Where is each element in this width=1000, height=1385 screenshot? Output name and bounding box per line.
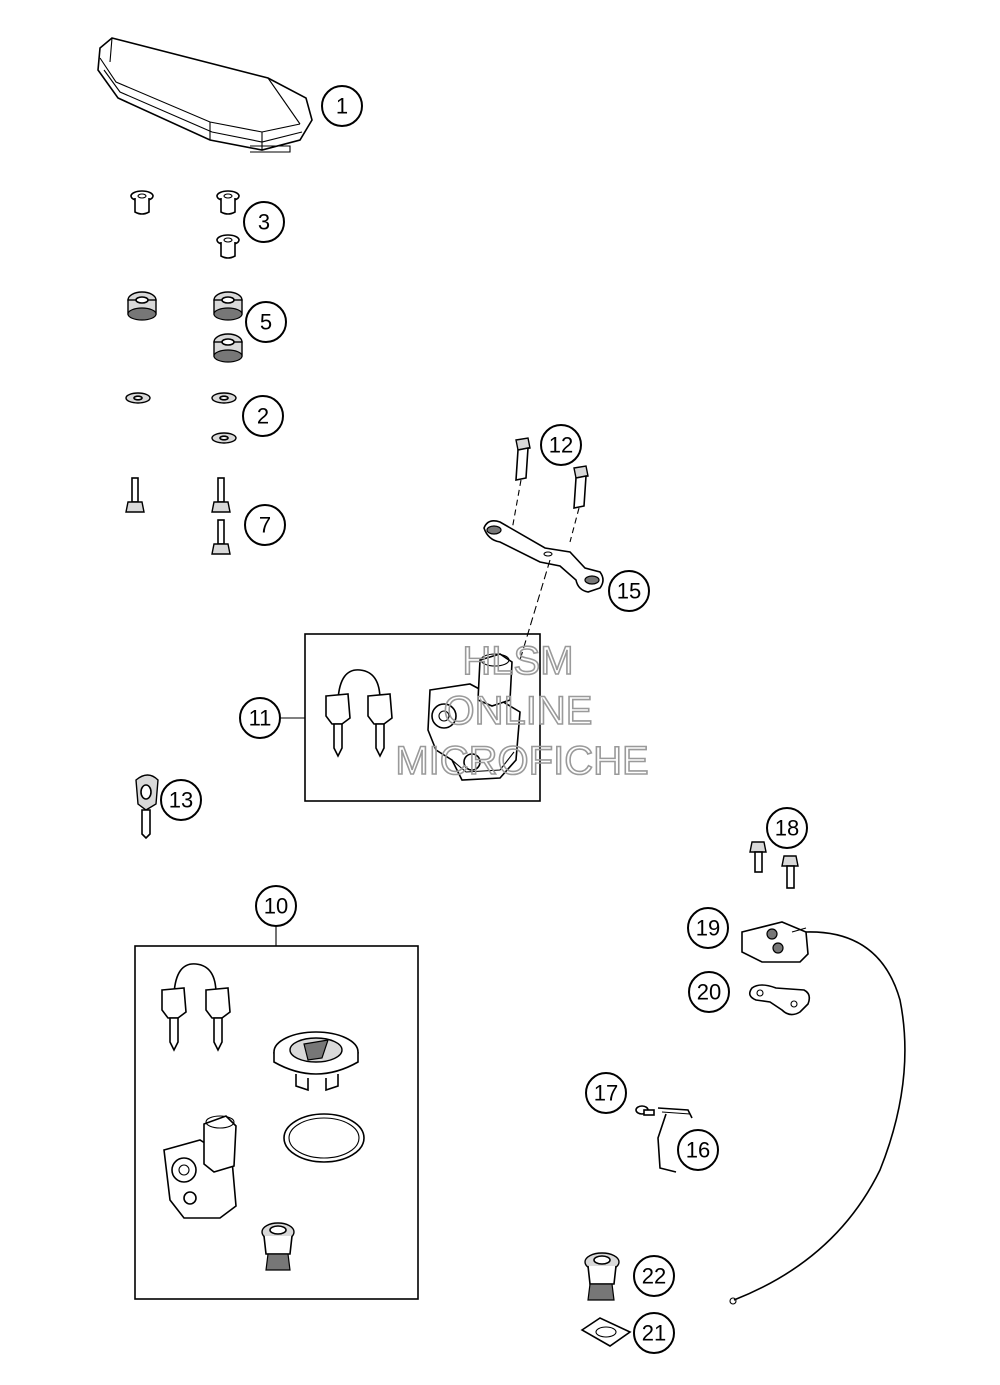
part-2-washers	[125, 392, 237, 444]
part-11-ignition-lock-set	[240, 633, 541, 802]
callout-21-label: 21	[642, 1321, 666, 1346]
callout-7: 7	[244, 504, 286, 546]
callout-17-label: 17	[594, 1081, 618, 1106]
callout-22-label: 22	[642, 1264, 666, 1289]
callout-13: 13	[160, 779, 202, 821]
part-15-bracket	[483, 520, 604, 661]
watermark: HLSM ONLINE MICROFICHE	[395, 638, 650, 784]
callout-20: 20	[688, 971, 730, 1013]
callout-1-label: 1	[336, 94, 348, 119]
callout-12-label: 12	[549, 433, 573, 458]
callout-20-label: 20	[697, 980, 721, 1005]
part-3-grommets	[130, 190, 240, 259]
part-21-gasket	[580, 1317, 632, 1347]
part-20-plate	[748, 984, 811, 1016]
part-18-screws	[749, 841, 799, 889]
callout-15: 15	[608, 570, 650, 612]
callout-19: 19	[687, 907, 729, 949]
callout-22: 22	[633, 1255, 675, 1297]
callout-2: 2	[242, 395, 284, 437]
callout-16-label: 16	[686, 1138, 710, 1163]
callout-21: 21	[633, 1312, 675, 1354]
callout-10: 10	[255, 885, 297, 927]
callout-5-label: 5	[260, 310, 272, 335]
callout-1: 1	[321, 85, 363, 127]
part-19-cable-holder	[729, 921, 906, 1305]
callout-13-label: 13	[169, 788, 193, 813]
part-16-clip	[657, 1107, 693, 1173]
callout-18: 18	[766, 807, 808, 849]
callout-12: 12	[540, 424, 582, 466]
part-17-screw	[635, 1105, 655, 1116]
callout-3: 3	[243, 201, 285, 243]
callout-3-label: 3	[258, 210, 270, 235]
watermark-line-2: ONLINE	[444, 689, 593, 733]
part-10-lock-set	[134, 926, 419, 1300]
part-1-dashboard	[97, 37, 313, 153]
watermark-line-3: MICROFICHE	[395, 739, 648, 783]
callout-17: 17	[585, 1072, 627, 1114]
watermark-line-1: HLSM	[462, 639, 573, 683]
callout-16: 16	[677, 1129, 719, 1171]
callout-19-label: 19	[696, 916, 720, 941]
callout-11: 11	[239, 697, 281, 739]
part-12-bolts	[511, 437, 589, 543]
callout-18-label: 18	[775, 816, 799, 841]
part-5-rubber-mounts	[127, 291, 243, 363]
callout-2-label: 2	[257, 404, 269, 429]
callout-5: 5	[245, 301, 287, 343]
callout-10-label: 10	[264, 894, 288, 919]
part-7-bolts	[125, 477, 231, 555]
callout-15-label: 15	[617, 579, 641, 604]
callout-7-label: 7	[259, 513, 271, 538]
part-22-lock-cylinder	[584, 1252, 620, 1301]
callout-11-label: 11	[249, 706, 272, 731]
part-13-key	[135, 774, 159, 840]
